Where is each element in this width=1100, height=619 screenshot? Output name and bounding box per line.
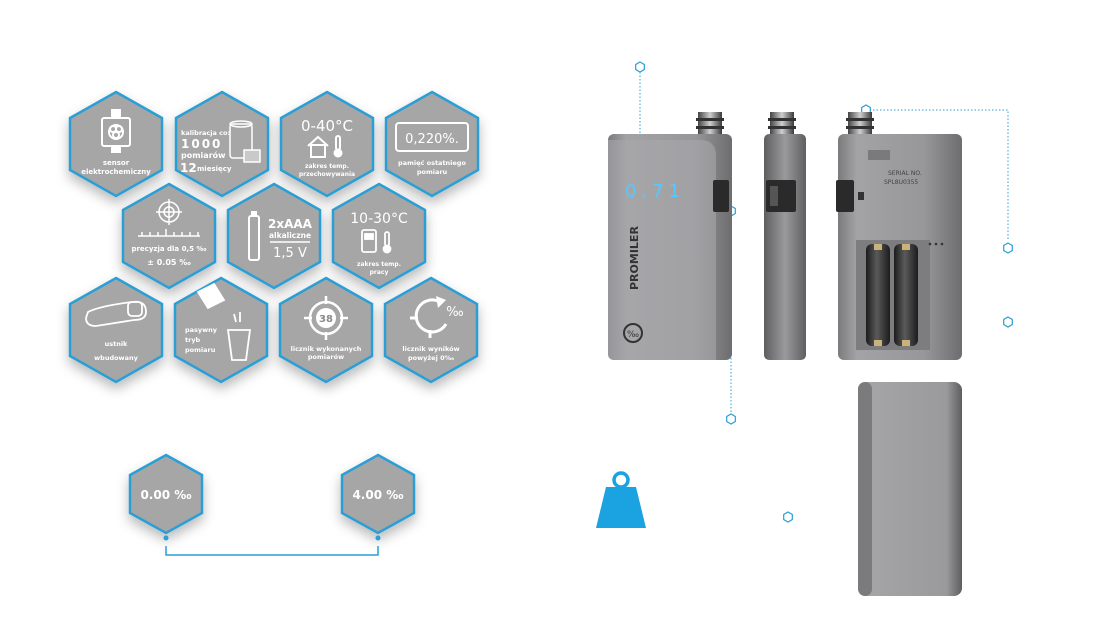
counter-label-2: pomiarów bbox=[308, 353, 344, 361]
svg-text:‰: ‰ bbox=[627, 330, 639, 340]
battery-type: 2xAAA bbox=[268, 217, 313, 231]
electrochemical-sensor-icon bbox=[101, 109, 131, 153]
counter-label-1: licznik wykonanych bbox=[291, 345, 362, 353]
work-temp-label-2: pracy bbox=[370, 269, 389, 276]
calibration-months-word: miesięcy bbox=[197, 165, 232, 173]
serial-label: SERIAL NO. bbox=[888, 170, 922, 177]
feature-counter bbox=[278, 276, 374, 384]
calibration-months-num: 12 bbox=[180, 161, 197, 175]
range-min: 0.00 ‰ bbox=[140, 488, 191, 502]
lcd-memory-icon: 0,220%. bbox=[395, 122, 469, 152]
feature-battery bbox=[226, 182, 322, 290]
sensor-label-2: elektrochemiczny bbox=[81, 168, 151, 176]
range-max-hex bbox=[340, 453, 416, 535]
device-side bbox=[764, 112, 806, 360]
calibration-count: 1000 bbox=[181, 137, 222, 151]
mouthpiece-label-2: wbudowany bbox=[94, 354, 138, 362]
device-brand: PROMILER bbox=[628, 226, 641, 290]
results-per-mille: ‰ bbox=[446, 305, 463, 320]
feature-sensor bbox=[68, 90, 164, 198]
range-max: 4.00 ‰ bbox=[352, 488, 403, 502]
memory-value: 0,220%. bbox=[405, 132, 459, 147]
device-display: 0.71 bbox=[625, 181, 685, 202]
battery-cover bbox=[858, 382, 962, 596]
feature-passive bbox=[173, 276, 269, 384]
battery-icon bbox=[248, 211, 260, 261]
range-min-hex bbox=[128, 453, 204, 535]
results-label-2: powyżej 0‰ bbox=[408, 354, 455, 362]
counter-number: 38 bbox=[319, 314, 333, 325]
weight-icon bbox=[596, 471, 646, 528]
feature-memory bbox=[384, 90, 480, 198]
mouthpiece-icon bbox=[85, 300, 147, 327]
storage-temp-label-2: przechowywania bbox=[299, 171, 355, 178]
feature-mouthpiece bbox=[68, 276, 164, 384]
battery-sub: alkaliczne bbox=[269, 231, 311, 240]
sensor-label-1: sensor bbox=[103, 159, 130, 167]
storage-temp-range: 0-40°C bbox=[301, 117, 353, 135]
device-front: 0.71 PROMILER ‰ bbox=[608, 112, 732, 360]
passive-label-2: tryb bbox=[185, 336, 201, 344]
serial-value: SPL8U0355 bbox=[884, 179, 918, 186]
memory-label-1: pamięć ostatniego bbox=[398, 159, 466, 167]
feature-work-temp bbox=[331, 182, 427, 290]
range-bracket bbox=[163, 535, 381, 556]
memory-label-2: pomiaru bbox=[417, 168, 448, 176]
glass-icon bbox=[196, 282, 252, 361]
work-temp-label-1: zakres temp. bbox=[357, 261, 401, 268]
calibration-device-icon bbox=[229, 120, 261, 163]
crosshair-counter-icon bbox=[304, 296, 348, 340]
device-thermometer-icon bbox=[361, 229, 392, 254]
precision-label-2: ± 0.05 ‰ bbox=[147, 258, 191, 267]
work-temp-range: 10-30°C bbox=[350, 211, 408, 227]
house-thermometer-icon bbox=[307, 135, 343, 158]
mouthpiece-label-1: ustnik bbox=[105, 340, 128, 348]
storage-temp-label-1: zakres temp. bbox=[305, 163, 349, 170]
passive-label-3: pomiaru bbox=[185, 346, 216, 354]
device-back: SERIAL NO. SPL8U0355 bbox=[836, 112, 962, 360]
calibration-top: kalibracja co: bbox=[181, 129, 230, 137]
precision-label-1: precyzja dla 0,5 ‰ bbox=[131, 245, 206, 253]
battery-voltage: 1,5 V bbox=[273, 246, 307, 261]
results-label-1: licznik wyników bbox=[402, 345, 459, 353]
passive-label-1: pasywny bbox=[185, 326, 218, 334]
calibration-unit: pomiarów bbox=[181, 150, 226, 160]
per-mille-arrow-icon bbox=[410, 296, 448, 338]
target-scale-icon bbox=[138, 199, 200, 237]
feature-calibration bbox=[174, 90, 270, 198]
